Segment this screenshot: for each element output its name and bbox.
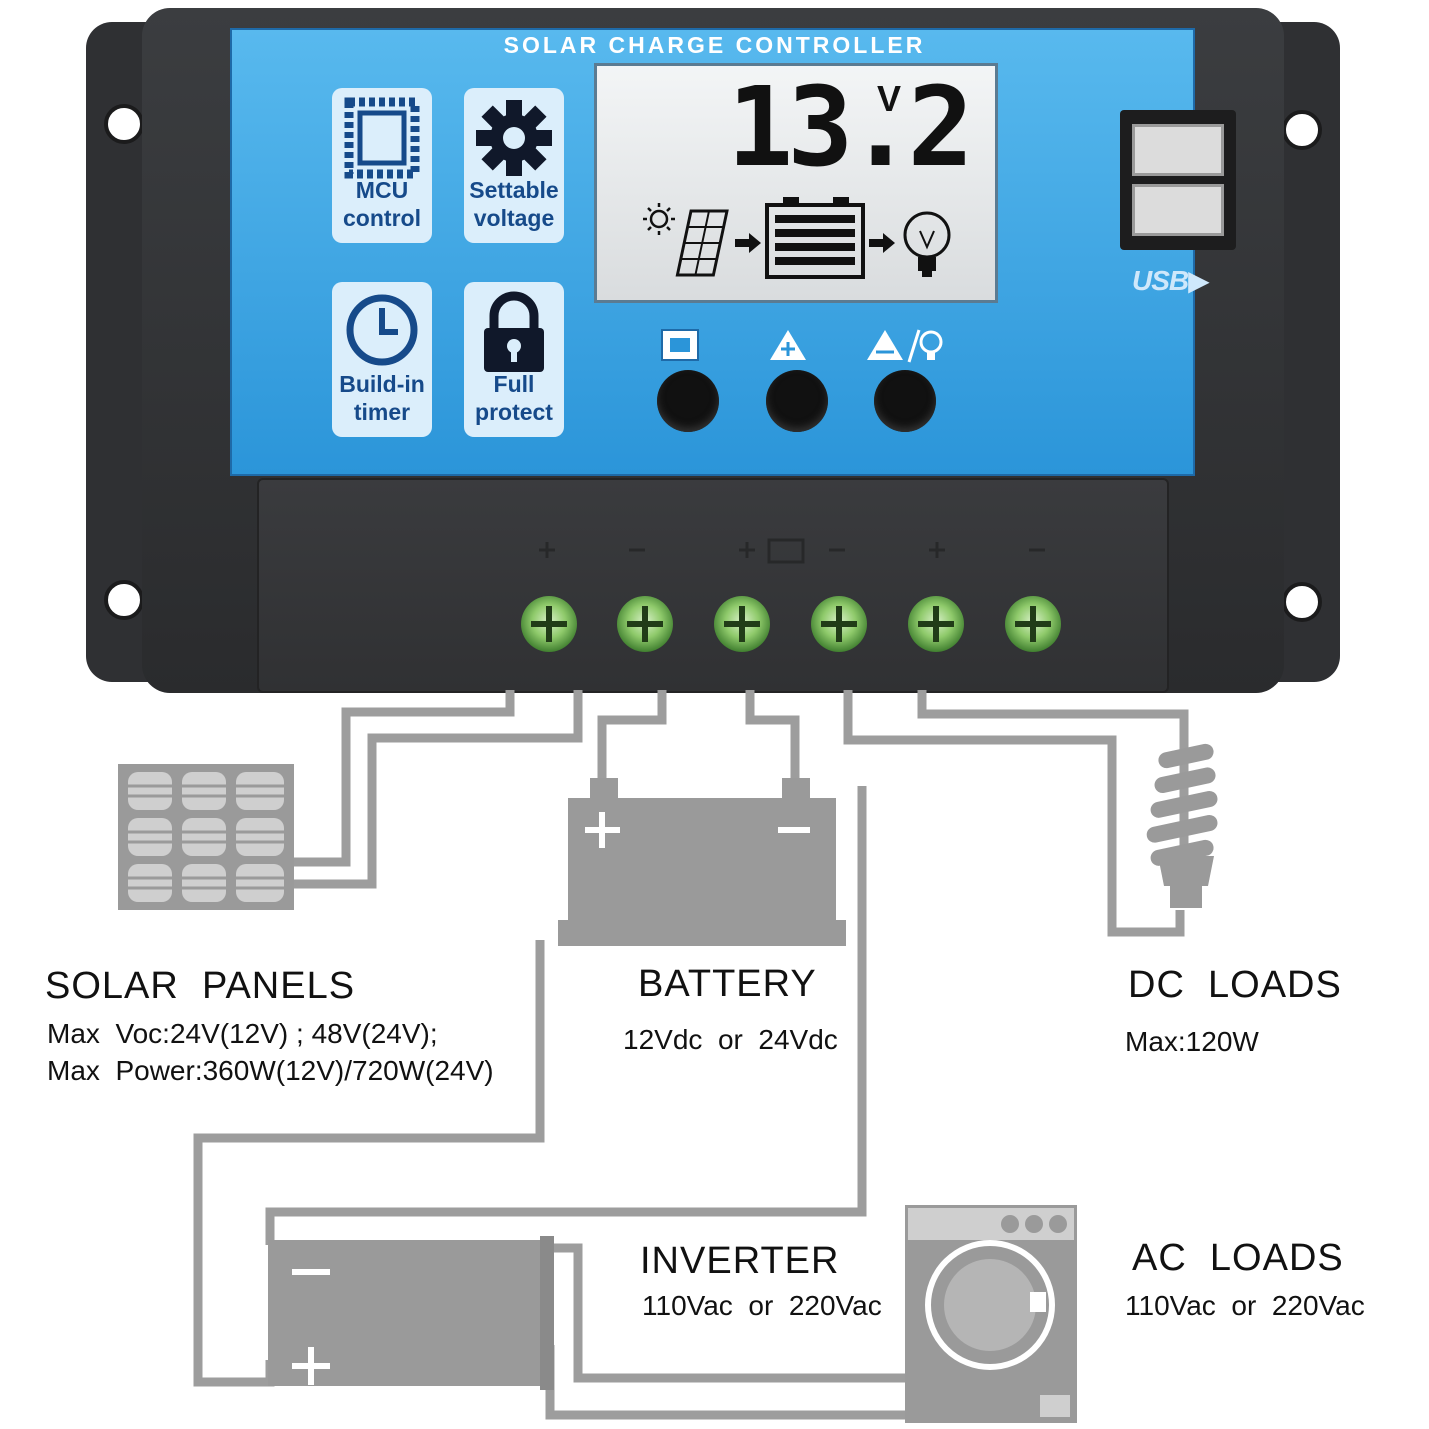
arrow-right-icon xyxy=(869,233,895,253)
terminal-block xyxy=(257,478,1169,693)
terminal-load-negative xyxy=(1005,596,1061,652)
solar-panel-icon xyxy=(118,764,294,910)
terminal-battery-positive xyxy=(714,596,770,652)
terminal-markings xyxy=(539,538,1045,564)
wires xyxy=(193,690,1189,1420)
bulb-icon xyxy=(903,211,951,277)
lcd-energy-flow xyxy=(643,197,951,279)
inverter-title: INVERTER xyxy=(640,1240,840,1282)
arrow-right-icon xyxy=(735,233,761,253)
battery-icon xyxy=(558,778,846,946)
terminal-solar-negative xyxy=(617,596,673,652)
feature-label: Settable xyxy=(469,177,559,203)
solar-panels-voc-spec: Max Voc:24V(12V) ; 48V(24V); xyxy=(47,1018,438,1049)
terminal-battery-negative xyxy=(811,596,867,652)
menu-button[interactable] xyxy=(657,370,719,432)
usb-plug-icon: ▶ xyxy=(1188,265,1210,296)
solar-panel-icon xyxy=(675,209,729,277)
lcd-display: 13.2 V xyxy=(594,63,998,303)
feature-label: voltage xyxy=(473,205,555,231)
feature-build-in-timer: Build-in timer xyxy=(332,282,432,437)
inverter-spec: 110Vac or 220Vac xyxy=(642,1290,882,1321)
usb-logo: USB▶ xyxy=(1132,264,1210,297)
feature-label: control xyxy=(343,205,421,231)
feature-full-protect: Full protect xyxy=(464,282,564,437)
dc-loads-spec: Max:120W xyxy=(1125,1026,1259,1057)
usb-port[interactable] xyxy=(1132,124,1224,176)
usb-port-housing xyxy=(1120,110,1236,250)
feature-label: protect xyxy=(475,399,553,425)
feature-mcu-control: MCU control xyxy=(332,88,432,243)
chip-icon xyxy=(344,97,420,179)
sun-icon xyxy=(643,203,675,235)
gear-icon xyxy=(476,100,552,176)
usb-port[interactable] xyxy=(1132,184,1224,236)
lcd-voltage-reading: 13.2 xyxy=(727,63,974,191)
feature-label: Build-in xyxy=(339,371,425,397)
feature-label: timer xyxy=(353,399,411,425)
front-panel: SOLAR CHARGE CONTROLLER MCU control xyxy=(230,28,1236,476)
mounting-hole xyxy=(1282,110,1322,150)
feature-settable-voltage: Settable voltage xyxy=(464,88,564,243)
mounting-hole xyxy=(1282,582,1322,622)
up-button[interactable] xyxy=(766,370,828,432)
up-load-icon xyxy=(867,329,943,363)
ac-loads-title: AC LOADS xyxy=(1132,1237,1344,1279)
feature-label: Full xyxy=(493,371,535,397)
solar-panels-title: SOLAR PANELS xyxy=(45,965,356,1007)
feature-label: MCU xyxy=(355,177,409,203)
terminal-load-positive xyxy=(908,596,964,652)
ac-loads-spec: 110Vac or 220Vac xyxy=(1125,1290,1365,1321)
lcd-voltage-unit: V xyxy=(877,78,902,119)
menu-icon xyxy=(661,329,699,361)
ac-load-washing-machine-icon xyxy=(905,1205,1077,1423)
dc-loads-title: DC LOADS xyxy=(1128,964,1342,1006)
terminal-solar-positive xyxy=(521,596,577,652)
battery-icon xyxy=(765,197,865,279)
usb-label: USB xyxy=(1132,265,1189,296)
charge-controller: SOLAR CHARGE CONTROLLER MCU control xyxy=(82,8,1344,693)
load-button[interactable] xyxy=(874,370,936,432)
battery-title: BATTERY xyxy=(638,963,817,1005)
lock-icon xyxy=(484,291,544,372)
battery-spec: 12Vdc or 24Vdc xyxy=(623,1024,838,1055)
clock-icon xyxy=(346,294,418,366)
solar-panels-power-spec: Max Power:360W(12V)/720W(24V) xyxy=(47,1055,494,1086)
dc-load-bulb-icon xyxy=(1146,743,1218,908)
panel-title: SOLAR CHARGE CONTROLLER xyxy=(503,32,926,58)
inverter-icon xyxy=(268,1236,554,1390)
up-icon xyxy=(770,330,806,360)
